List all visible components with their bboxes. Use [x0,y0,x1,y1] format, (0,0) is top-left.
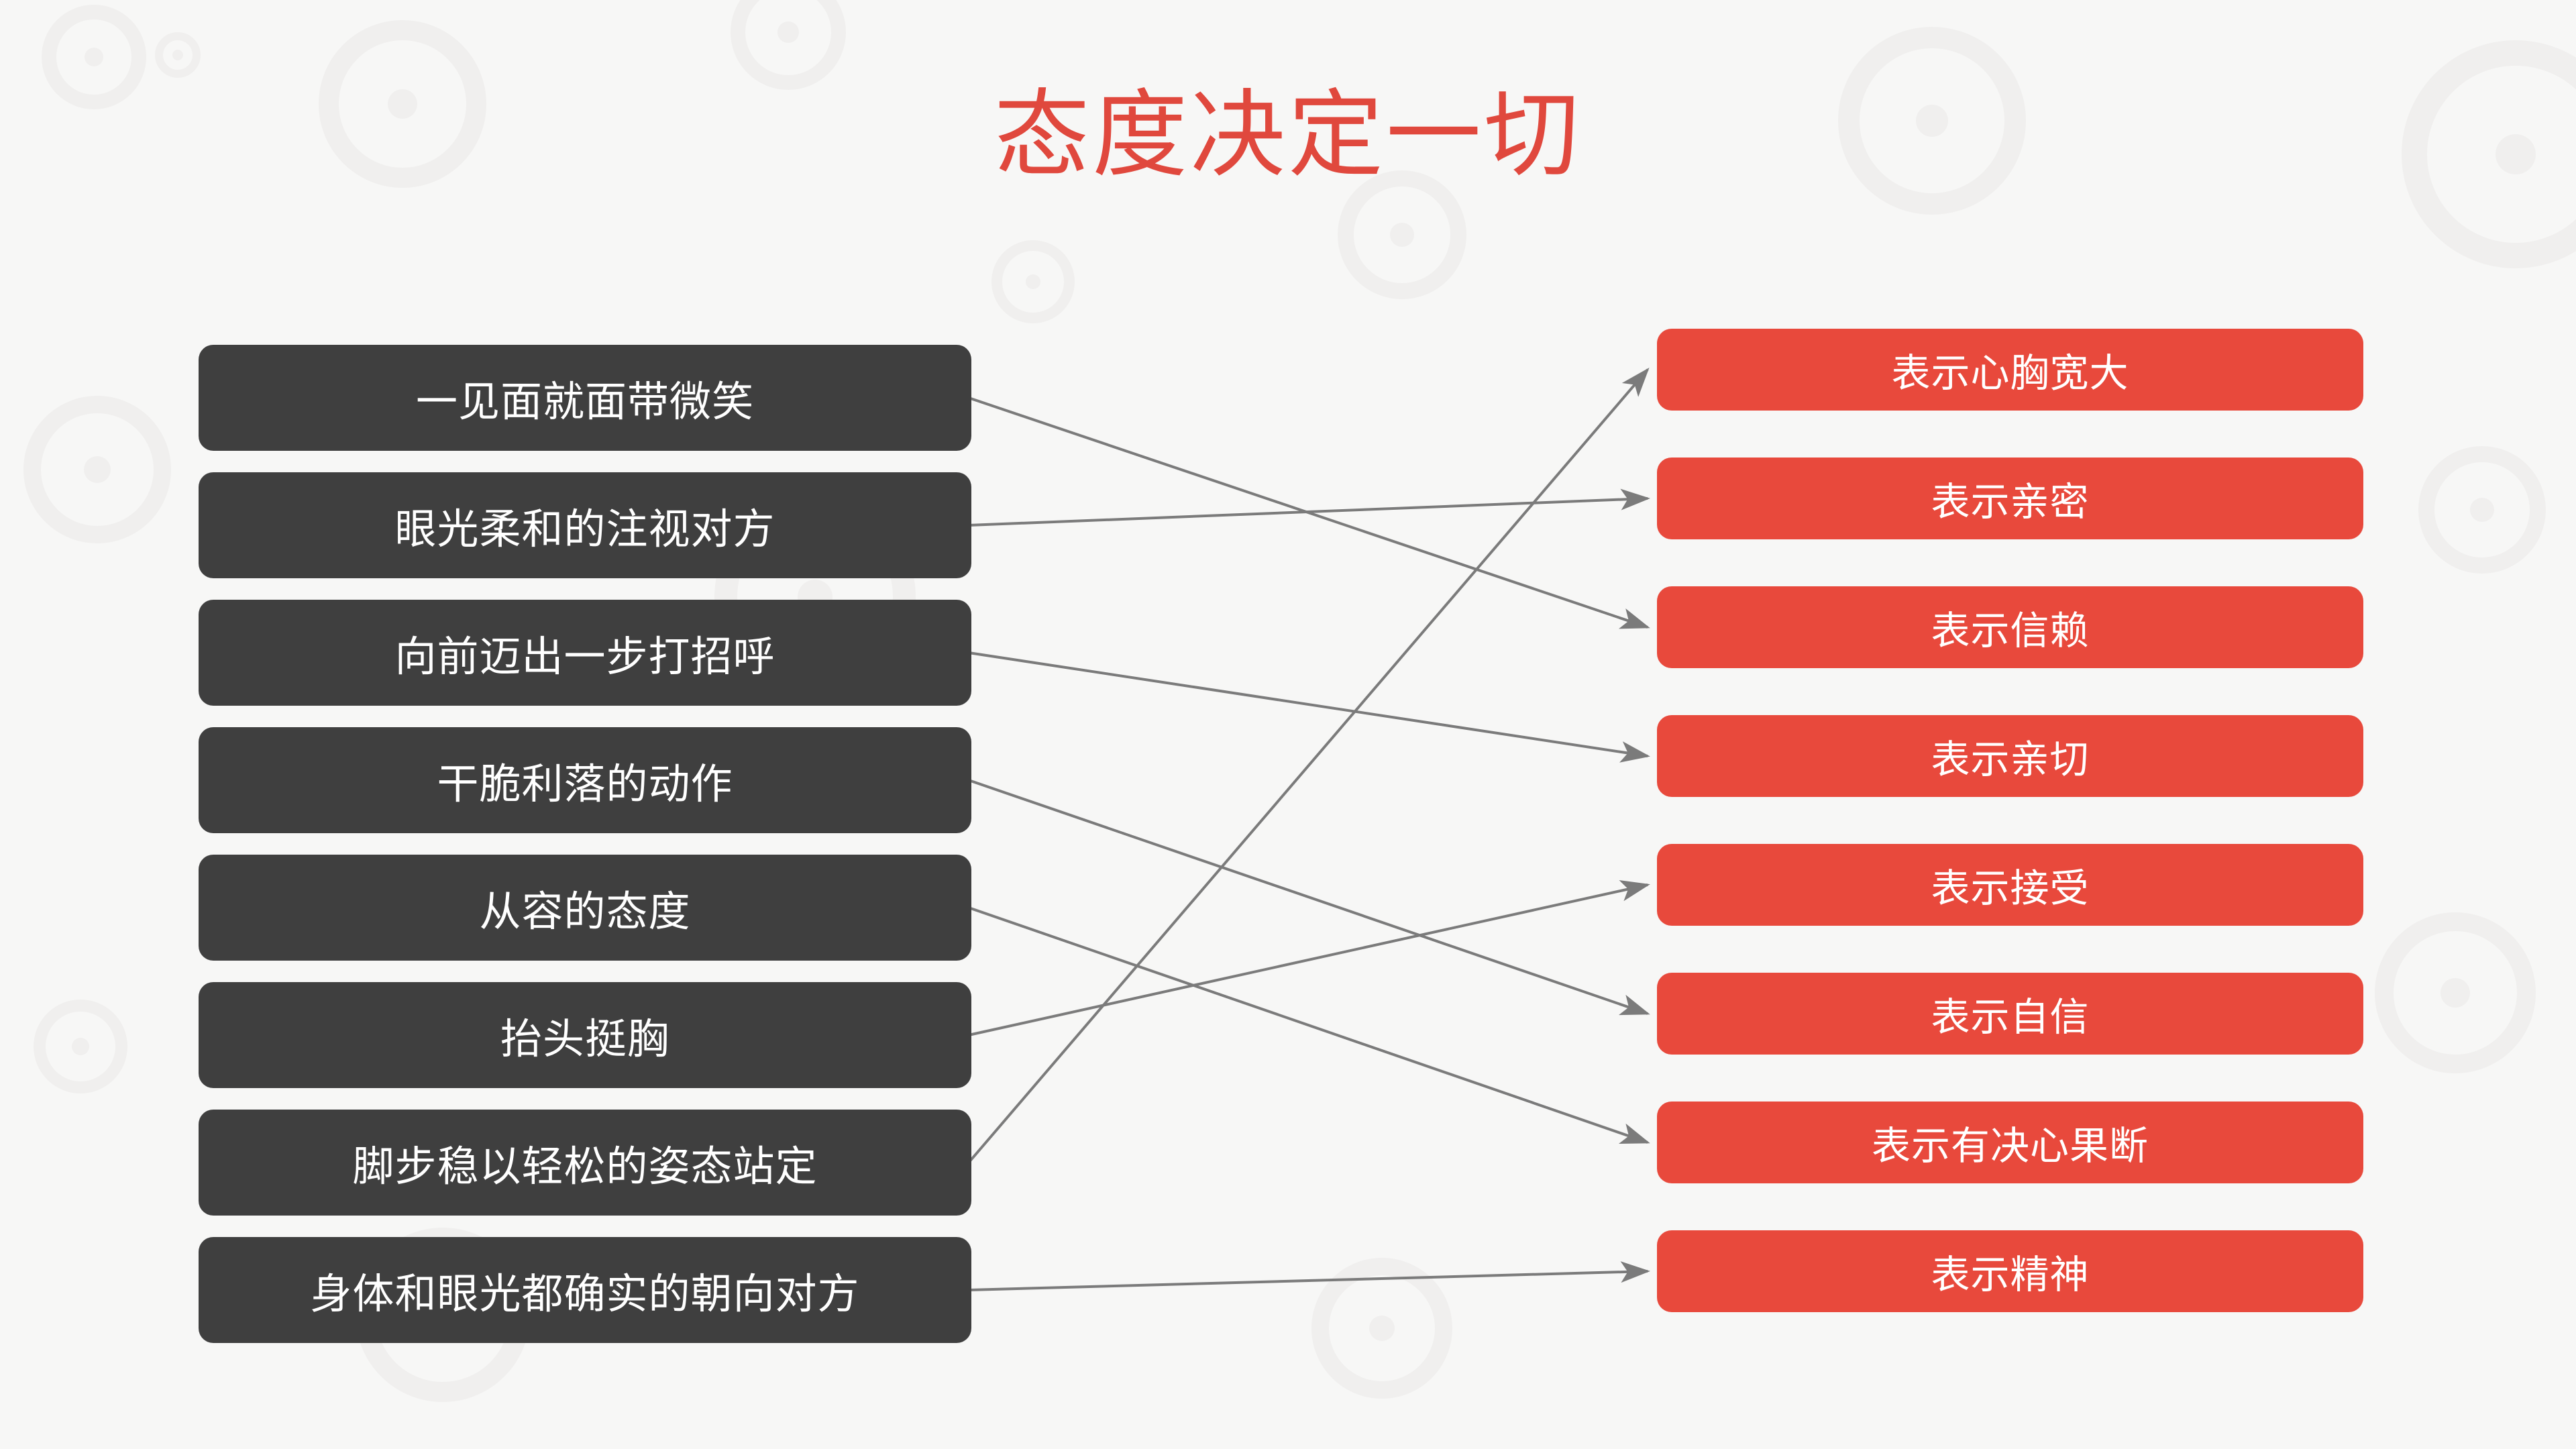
watermark-dot-icon [777,21,799,43]
meaning-item-label: 表示接受 [1931,867,2090,910]
watermark-ring-icon [991,240,1075,323]
meaning-item-3[interactable]: 表示信赖 [1657,586,2363,668]
connector-arrow-L4-to-R6 [968,779,1650,1016]
meaning-item-5[interactable]: 表示接受 [1657,844,2363,926]
meaning-item-8[interactable]: 表示精神 [1657,1230,2363,1312]
watermark-dot-icon [172,50,183,60]
behaviour-item-4[interactable]: 干脆利落的动作 [199,727,971,833]
behaviour-item-7[interactable]: 脚步稳以轻松的姿态站定 [199,1110,971,1216]
behaviour-item-label: 抬头挺胸 [500,1016,669,1063]
behaviour-item-6[interactable]: 抬头挺胸 [199,982,971,1088]
connector-arrow-L6-to-R5 [968,880,1650,1036]
connector-arrow-L8-to-R8 [968,1261,1650,1291]
connector-arrow-L1-to-R3 [968,396,1650,629]
meaning-list: 表示心胸宽大表示亲密表示信赖表示亲切表示接受表示自信表示有决心果断表示精神 [1657,329,2363,1312]
behaviour-item-8[interactable]: 身体和眼光都确实的朝向对方 [199,1237,971,1343]
meaning-item-2[interactable]: 表示亲密 [1657,458,2363,539]
behaviour-item-label: 干脆利落的动作 [437,761,733,808]
behaviour-item-label: 向前迈出一步打招呼 [394,634,775,680]
watermark-dot-icon [84,456,111,483]
watermark-dot-icon [1026,274,1040,289]
meaning-item-label: 表示心胸宽大 [1891,352,2129,395]
meaning-item-7[interactable]: 表示有决心果断 [1657,1102,2363,1183]
watermark-dot-icon [2440,978,2470,1008]
watermark-dot-icon [2470,498,2494,522]
watermark-ring-icon [731,0,846,90]
meaning-item-6[interactable]: 表示自信 [1657,973,2363,1055]
meaning-item-label: 表示亲密 [1931,480,2090,524]
behaviour-item-label: 身体和眼光都确实的朝向对方 [310,1271,860,1318]
behaviour-item-label: 从容的态度 [479,889,691,935]
behaviour-item-2[interactable]: 眼光柔和的注视对方 [199,472,971,578]
page-title: 态度决定一切 [994,82,1582,189]
watermark-ring-icon [2418,446,2546,574]
behaviour-item-label: 眼光柔和的注视对方 [394,506,775,553]
meaning-item-label: 表示亲切 [1931,738,2090,782]
watermark-dot-icon [1369,1316,1395,1341]
connector-arrow-L7-to-R1 [967,367,1650,1164]
connector-arrow-L2-to-R2 [968,488,1650,527]
behaviour-list: 一见面就面带微笑眼光柔和的注视对方向前迈出一步打招呼干脆利落的动作从容的态度抬头… [199,345,971,1343]
meaning-item-label: 表示精神 [1931,1253,2090,1297]
watermark-ring-icon [2375,912,2536,1073]
meaning-item-label: 表示自信 [1931,996,2090,1039]
watermark-ring-icon [34,1000,127,1093]
watermark-ring-icon [23,396,171,543]
meaning-item-1[interactable]: 表示心胸宽大 [1657,329,2363,411]
watermark-dot-icon [1390,223,1414,247]
behaviour-item-3[interactable]: 向前迈出一步打招呼 [199,600,971,706]
connector-arrow-L5-to-R7 [968,906,1650,1144]
meaning-item-4[interactable]: 表示亲切 [1657,715,2363,797]
watermark-ring-icon [155,32,201,78]
watermark-dot-icon [85,48,103,66]
behaviour-item-1[interactable]: 一见面就面带微笑 [199,345,971,451]
behaviour-item-label: 脚步稳以轻松的姿态站定 [352,1144,818,1190]
connector-lines [967,367,1650,1291]
meaning-item-label: 表示有决心果断 [1871,1124,2149,1168]
connector-arrow-L3-to-R4 [968,651,1650,763]
behaviour-item-label: 一见面就面带微笑 [415,379,754,425]
meaning-item-label: 表示信赖 [1931,609,2090,653]
watermark-ring-icon [1311,1258,1452,1399]
behaviour-item-5[interactable]: 从容的态度 [199,855,971,961]
watermark-dot-icon [72,1038,89,1055]
